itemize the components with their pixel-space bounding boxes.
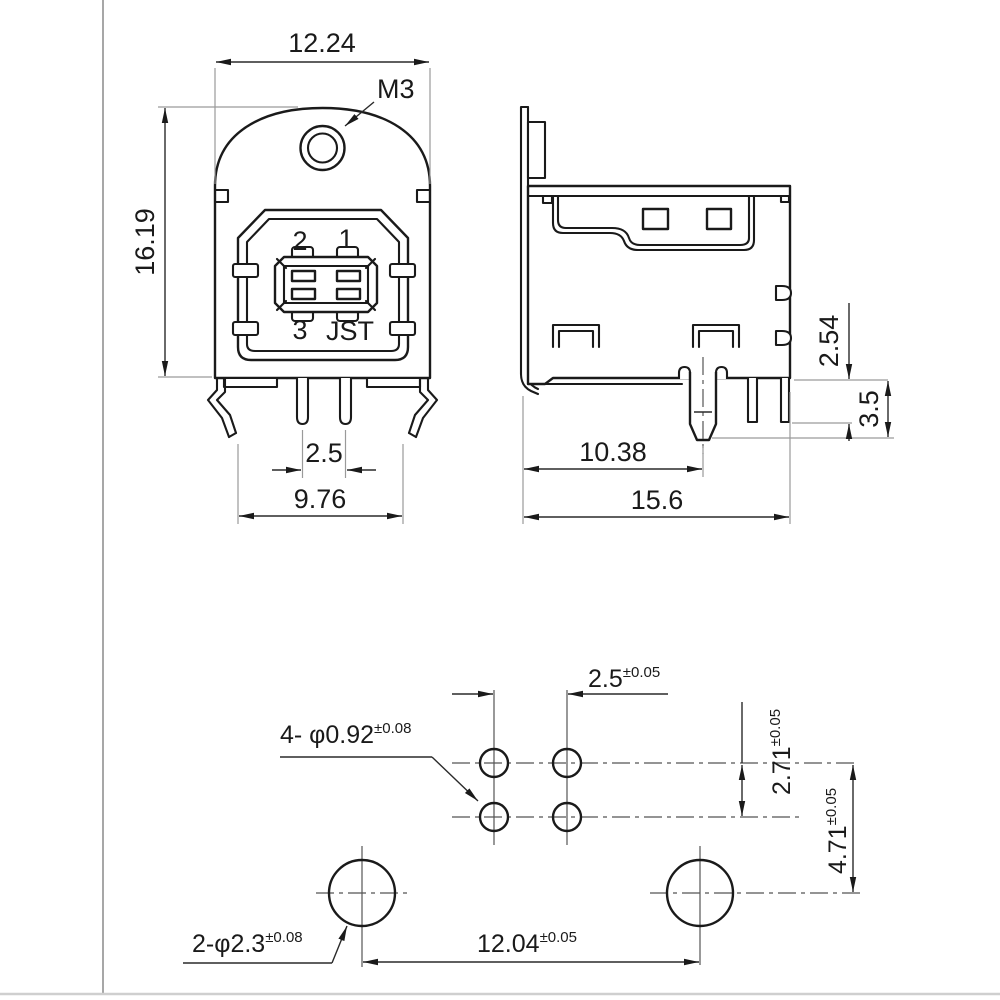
dim-pin-pitch-label: 2.5 xyxy=(305,438,343,468)
latch-window-right xyxy=(705,207,733,231)
callout-m3: M3 xyxy=(344,74,415,127)
plug-corner-chamfer xyxy=(275,257,288,270)
dim-width-label: 12.24 xyxy=(288,28,356,58)
boss-hole-leader-arrow xyxy=(331,925,348,964)
dim-pin-pitch-front: 2.5 xyxy=(272,438,376,474)
pin-hole-callout-label: 4- φ0.92±0.08 xyxy=(280,720,411,749)
m3-hole-outer xyxy=(299,124,346,172)
dim-row-pitch-label: 2.71±0.05 xyxy=(767,709,796,795)
pin-label-3: 3 xyxy=(292,315,307,345)
dim-pin-protrusion-label: 2.54 xyxy=(814,315,844,368)
dim-boss-row-offset-label: 4.71±0.05 xyxy=(823,788,852,874)
contact-tail-lower xyxy=(774,329,793,347)
side-notch-right xyxy=(415,188,432,204)
dim-row-pitch: 2.71±0.05 xyxy=(738,702,796,816)
pin-hole xyxy=(478,801,510,833)
dim-leg-span-label: 9.76 xyxy=(294,484,347,514)
solder-pin-left xyxy=(295,378,310,426)
boss-ear-left xyxy=(677,365,692,379)
callout-pin-holes: 4- φ0.92±0.08 xyxy=(280,720,479,802)
side-view: 2.54 3.5 10.38 15.6 xyxy=(519,105,894,524)
dim-boss-height-label: 3.5 xyxy=(854,390,884,428)
dim-height: 16.19 xyxy=(130,108,169,376)
dim-depth-label: 15.6 xyxy=(631,485,684,515)
side-pin-right xyxy=(779,378,791,424)
latch-window-left xyxy=(641,207,670,231)
dim-boss-pitch-label: 12.04±0.05 xyxy=(477,929,577,958)
wall-tab-left-lower xyxy=(231,320,260,337)
dim-boss-row-offset: 4.71±0.05 xyxy=(823,765,857,892)
pin-hole xyxy=(551,747,583,779)
m3-leader xyxy=(344,101,375,127)
internal-bracket-left xyxy=(551,323,601,349)
dim-boss-offset-label: 10.38 xyxy=(579,437,647,467)
boss-hole-left xyxy=(327,858,397,928)
mounting-flange xyxy=(519,105,547,396)
dim-boss-height: 3.5 xyxy=(854,381,892,437)
side-extension-lines xyxy=(522,379,894,524)
plug-corner-chamfer xyxy=(364,257,377,270)
dim-leg-span: 9.76 xyxy=(239,484,402,520)
boss-ear-right xyxy=(714,365,729,379)
callout-boss-holes: 2-φ2.3±0.08 xyxy=(183,925,348,964)
front-view: 2 1 3 JST xyxy=(130,28,439,524)
m3-label: M3 xyxy=(377,74,415,104)
m3-hole-inner xyxy=(306,132,339,164)
contact-slot xyxy=(290,269,317,283)
side-pin-left xyxy=(746,378,759,424)
front-extension-lines xyxy=(158,68,431,524)
dim-hole-pitch-x: 2.5±0.05 xyxy=(452,664,668,698)
plug-inner xyxy=(282,264,370,305)
mounting-leg-left xyxy=(206,376,238,439)
shroud-inner xyxy=(245,217,401,353)
pin-hole xyxy=(478,747,510,779)
plug-corner-chamfer xyxy=(364,299,377,312)
flange-tab xyxy=(526,120,547,180)
locating-boss xyxy=(677,357,729,454)
dim-width: 12.24 xyxy=(216,28,429,66)
housing-top-notch-right xyxy=(779,194,791,204)
standoff-foot-left xyxy=(222,376,279,389)
brand-label: JST xyxy=(326,316,374,346)
solder-pin-right xyxy=(338,378,353,426)
pin-hole xyxy=(551,801,583,833)
plug-corner-chamfer xyxy=(275,299,288,312)
wall-tab-right-upper xyxy=(388,262,417,279)
wall-tab-right-lower xyxy=(388,320,417,337)
contact-slot xyxy=(290,287,317,301)
wall-tab-left-upper xyxy=(231,262,260,279)
dim-boss-pitch: 12.04±0.05 xyxy=(363,929,699,966)
pin-label-1: 1 xyxy=(338,224,353,254)
contact-slot xyxy=(335,287,362,301)
internal-bracket-right xyxy=(691,323,741,349)
contact-tail-upper xyxy=(774,284,793,302)
side-notch-left xyxy=(213,188,230,204)
standoff-foot-right xyxy=(365,376,422,389)
boss-hole-right xyxy=(665,858,735,928)
pcb-hole-layout: 2.5±0.05 4- φ0.92±0.08 2.71±0.05 4.71±0. xyxy=(183,664,862,967)
dim-hole-pitch-x-label: 2.5±0.05 xyxy=(588,664,660,693)
pin-hole-leader-arrow xyxy=(431,756,479,802)
dim-pin-protrusion: 2.54 xyxy=(814,303,853,441)
boss-hole-callout-label: 2-φ2.3±0.08 xyxy=(192,929,303,958)
dim-height-label: 16.19 xyxy=(130,208,160,276)
mounting-leg-right xyxy=(407,376,439,439)
pin-label-2: 2 xyxy=(292,226,307,256)
latch-recess-outer xyxy=(551,195,756,252)
dim-depth: 15.6 xyxy=(524,485,789,521)
latch-recess-inner xyxy=(556,195,751,247)
dim-boss-offset: 10.38 xyxy=(524,437,702,473)
contact-slot xyxy=(335,269,362,283)
